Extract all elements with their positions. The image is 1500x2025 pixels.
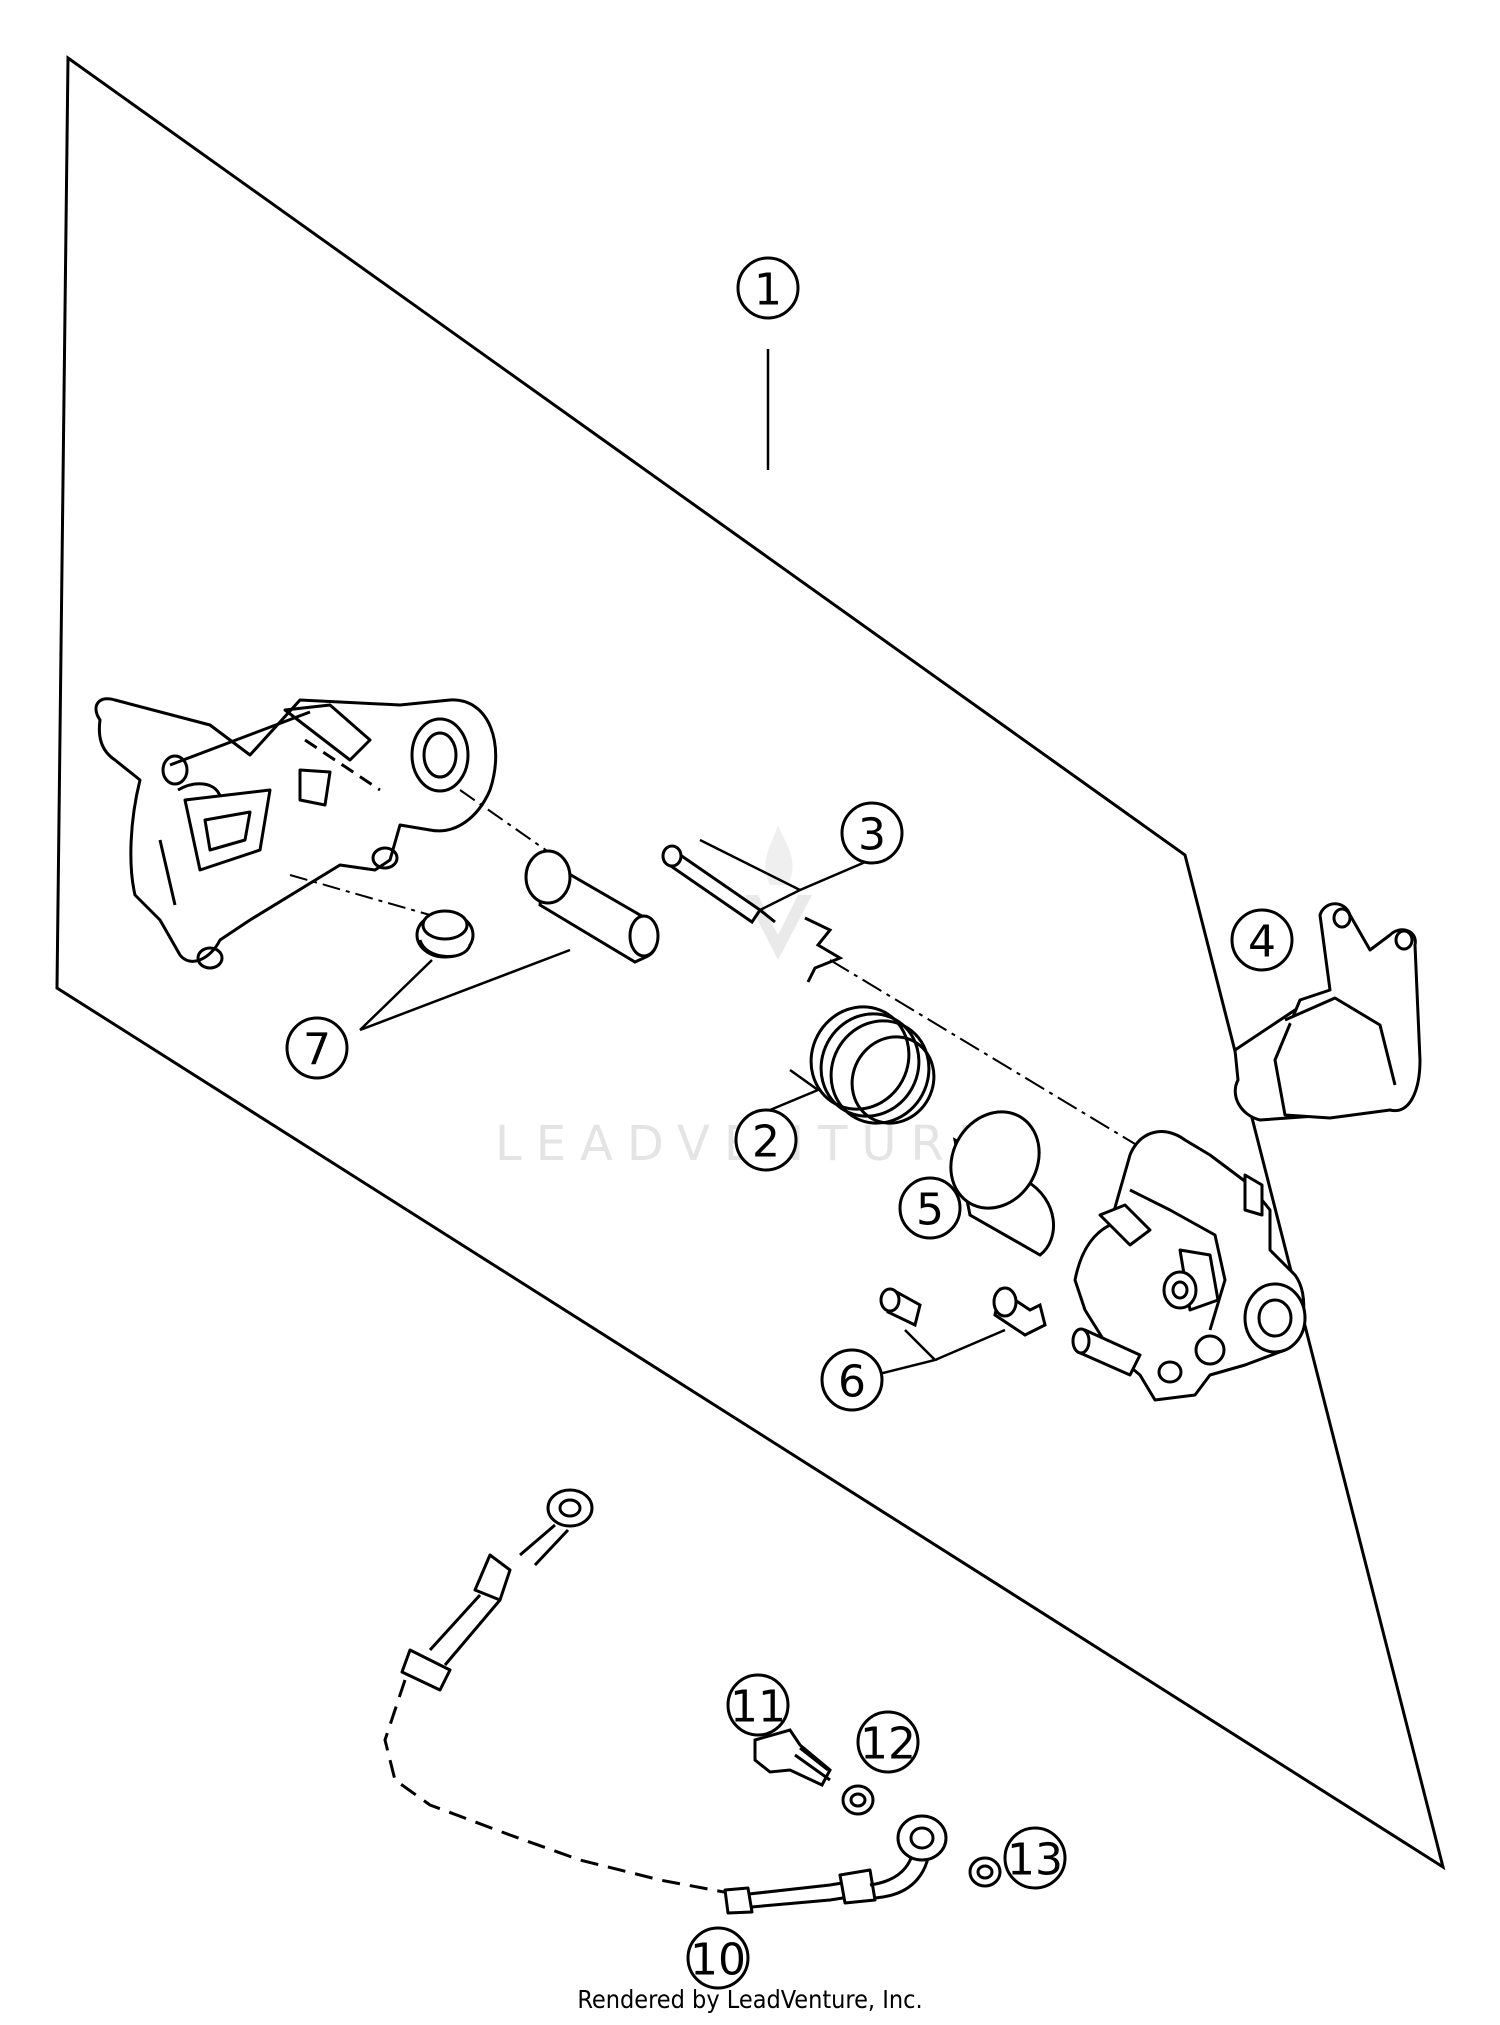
callout-11: 11 bbox=[726, 1673, 790, 1737]
callout-6: 6 bbox=[820, 1348, 884, 1412]
render-credit: Rendered by LeadVenture, Inc. bbox=[577, 1985, 923, 2014]
svg-text:4: 4 bbox=[1248, 917, 1276, 968]
brake-pads bbox=[1233, 902, 1422, 1122]
svg-text:12: 12 bbox=[860, 1719, 916, 1770]
svg-text:3: 3 bbox=[858, 810, 886, 861]
caliper-body bbox=[1071, 1130, 1307, 1402]
svg-text:1: 1 bbox=[754, 265, 782, 316]
callout-1: 1 bbox=[736, 256, 800, 320]
callout-12: 12 bbox=[856, 1710, 920, 1774]
pad-pin bbox=[661, 844, 776, 925]
svg-text:13: 13 bbox=[1007, 1835, 1063, 1886]
guide-line-plug bbox=[289, 874, 431, 916]
svg-text:2: 2 bbox=[752, 1117, 780, 1168]
watermark-logo bbox=[745, 825, 812, 960]
bleeder-parts bbox=[879, 1286, 1047, 1337]
washer-13 bbox=[968, 1856, 1002, 1888]
svg-text:7: 7 bbox=[303, 1025, 331, 1076]
svg-text:5: 5 bbox=[916, 1185, 944, 1236]
caliper-bracket bbox=[94, 697, 498, 970]
banjo-bolt bbox=[753, 1728, 832, 1787]
leader-lines bbox=[359, 349, 1006, 1377]
spring-clip bbox=[804, 916, 844, 983]
callout-7: 7 bbox=[285, 1016, 349, 1080]
callout-2: 2 bbox=[734, 1108, 798, 1172]
brake-hose bbox=[383, 1488, 948, 1915]
rubber-plug bbox=[415, 909, 475, 959]
svg-text:11: 11 bbox=[730, 1682, 786, 1733]
piston bbox=[949, 1110, 1055, 1257]
guide-line-pin bbox=[459, 789, 561, 861]
callout-3: 3 bbox=[840, 801, 904, 865]
kit-boundary bbox=[55, 55, 1446, 1871]
svg-text:6: 6 bbox=[838, 1357, 866, 1408]
callout-13: 13 bbox=[1003, 1826, 1067, 1890]
slide-pin bbox=[524, 849, 660, 964]
callout-4: 4 bbox=[1230, 908, 1294, 972]
guide-line-caliper bbox=[829, 959, 1146, 1151]
svg-text:10: 10 bbox=[690, 1935, 746, 1986]
callout-10: 10 bbox=[686, 1926, 750, 1990]
washer-12 bbox=[841, 1784, 875, 1816]
piston-seal bbox=[809, 1005, 936, 1125]
callout-5: 5 bbox=[898, 1176, 962, 1240]
